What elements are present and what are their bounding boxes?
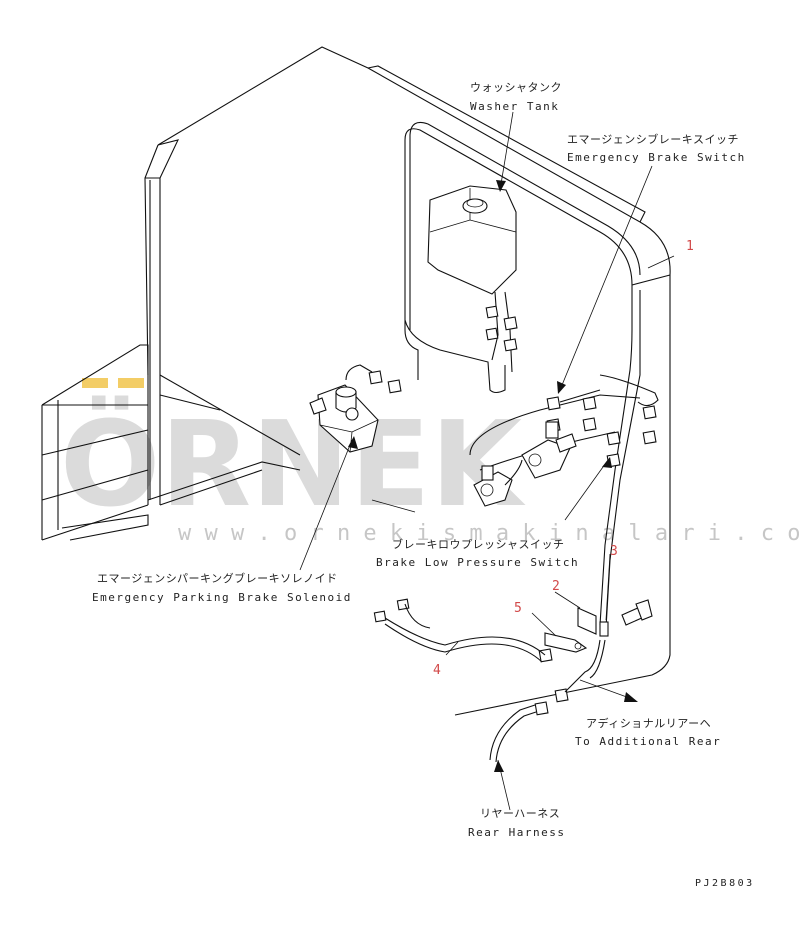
washer-tank-label-en: Washer Tank: [470, 100, 559, 113]
washer-tank: [427, 185, 517, 295]
emergency-brake-switch-label-en: Emergency Brake Switch: [567, 151, 746, 164]
rear-harness-label-en: Rear Harness: [468, 826, 565, 839]
drawing-code: PJ2B803: [695, 878, 755, 889]
washer-tank-label-jp: ウォッシャタンク: [470, 81, 562, 94]
callout-3: 3: [610, 544, 618, 559]
watermark-accent-right: [118, 378, 144, 388]
brake-switches: [473, 421, 577, 507]
label-group: ウォッシャタンク Washer Tank エマージェンシブレーキスイッチ Eme…: [92, 81, 755, 889]
leader-lines: [299, 111, 675, 811]
watermark-accent-left: [82, 378, 108, 388]
rear-harness-label-jp: リヤーハーネス: [480, 807, 560, 820]
parking-brake-solenoid: [309, 364, 379, 453]
additional-rear-label-jp: アディショナルリアーヘ: [586, 716, 711, 730]
callout-4: 4: [433, 663, 441, 678]
parking-solenoid-label-jp: エマージェンシパーキングブレーキソレノイド: [97, 571, 338, 585]
rear-harness-assembly: [384, 599, 653, 763]
callout-5: 5: [514, 601, 522, 616]
emergency-brake-switch-label-jp: エマージェンシブレーキスイッチ: [567, 132, 739, 146]
parking-solenoid-label-en: Emergency Parking Brake Solenoid: [92, 591, 352, 604]
watermark: ÖRNEK w w w . o r n e k i s m a k i n a …: [60, 378, 803, 546]
additional-rear-label-en: To Additional Rear: [575, 735, 721, 748]
watermark-url: w w w . o r n e k i s m a k i n a l a r …: [178, 521, 803, 546]
callout-2: 2: [552, 579, 560, 594]
callout-1: 1: [686, 239, 694, 254]
brake-low-pressure-label-jp: ブレーキロウプレッシャスイッチ: [392, 537, 565, 551]
main-harness: [404, 121, 659, 629]
watermark-brand: ÖRNEK: [60, 395, 527, 533]
cab-rear-panel: [41, 46, 671, 716]
callout-group: 1 2 3 4 5: [433, 239, 694, 678]
brake-low-pressure-label-en: Brake Low Pressure Switch: [376, 556, 579, 569]
